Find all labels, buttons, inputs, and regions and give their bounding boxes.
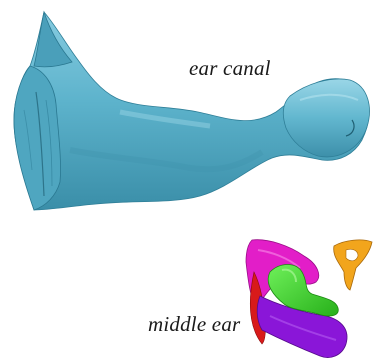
middle-ear-orange-part [334,240,372,290]
ear-canal-flap [34,12,72,67]
ear-canal-model [14,12,370,210]
middle-ear-label: middle ear [148,312,240,337]
ear-canal-label: ear canal [189,56,271,81]
middle-ear-model [246,240,372,358]
